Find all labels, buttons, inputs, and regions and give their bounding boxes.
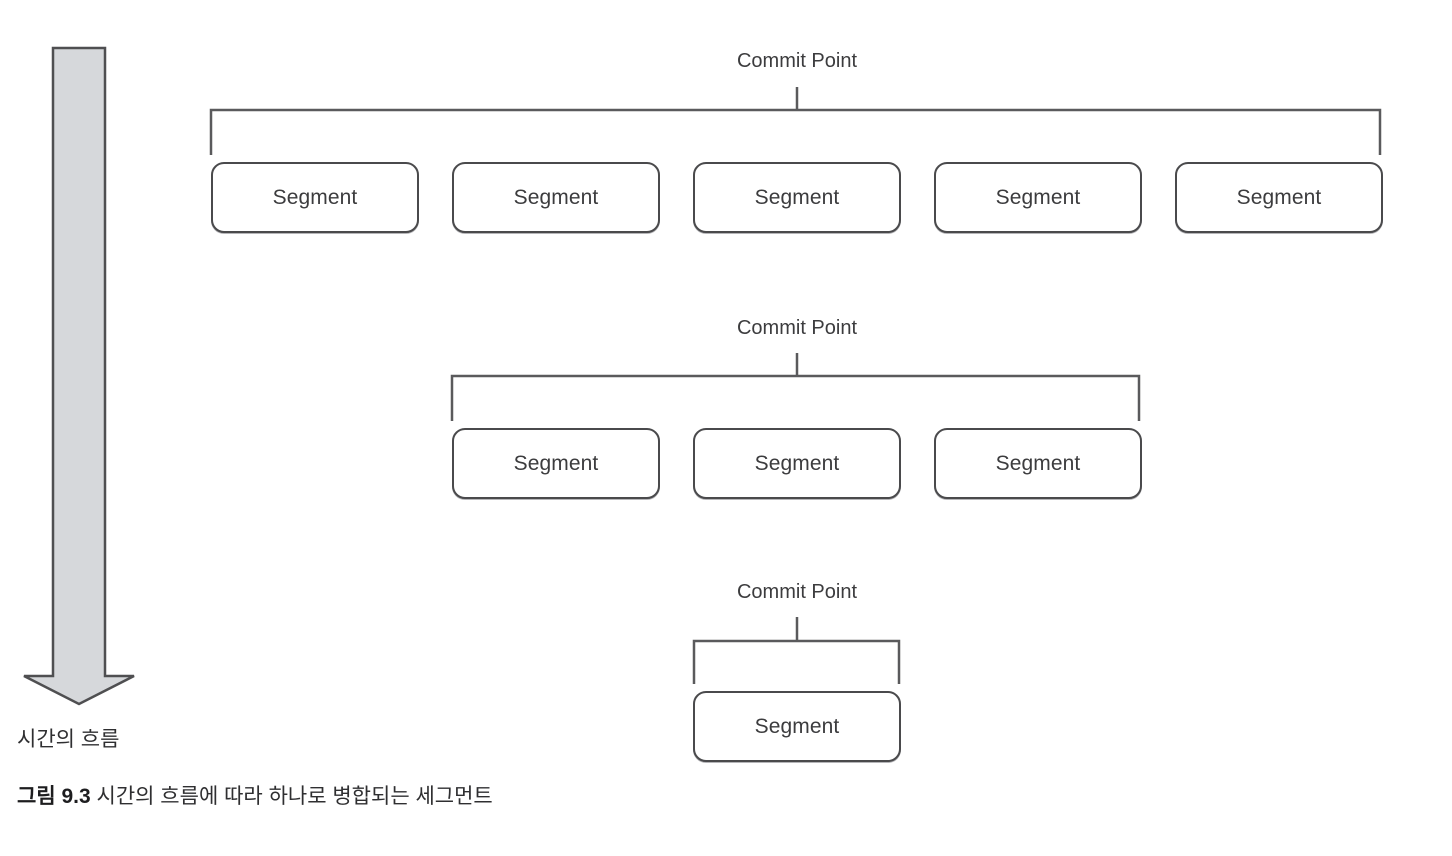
commit-bracket-path-2 — [450, 374, 1141, 421]
segment-box[interactable]: Segment — [934, 162, 1142, 233]
figure-caption-number: 그림 9.3 — [17, 785, 91, 808]
segment-label: Segment — [513, 452, 599, 475]
segment-box[interactable]: Segment — [693, 691, 901, 762]
commit-bracket-path-3 — [692, 639, 901, 684]
time-flow-label: 시간의 흐름 — [17, 728, 120, 751]
segment-label: Segment — [995, 186, 1081, 209]
segment-label: Segment — [513, 186, 599, 209]
segment-label: Segment — [754, 452, 840, 475]
segment-box[interactable]: Segment — [693, 162, 901, 233]
commit-point-label-2: Commit Point — [736, 317, 858, 339]
segment-label: Segment — [1236, 186, 1322, 209]
commit-bracket-group-3 — [692, 617, 901, 684]
segment-label: Segment — [754, 715, 840, 738]
commit-bracket-group-1 — [209, 87, 1382, 155]
segment-box[interactable]: Segment — [693, 428, 901, 499]
figure-caption-text: 시간의 흐름에 따라 하나로 병합되는 세그먼트 — [90, 785, 493, 808]
segment-box[interactable]: Segment — [1175, 162, 1383, 233]
time-flow-arrow — [23, 46, 135, 706]
commit-point-label-3: Commit Point — [736, 581, 858, 603]
segment-label: Segment — [272, 186, 358, 209]
commit-bracket-group-2 — [450, 353, 1141, 421]
segment-label: Segment — [995, 452, 1081, 475]
segment-box[interactable]: Segment — [211, 162, 419, 233]
commit-bracket-path-1 — [209, 108, 1382, 155]
figure-caption: 그림 9.3 시간의 흐름에 따라 하나로 병합되는 세그먼트 — [17, 784, 493, 810]
segment-label: Segment — [754, 186, 840, 209]
commit-point-label-1: Commit Point — [736, 50, 858, 72]
segment-box[interactable]: Segment — [452, 428, 660, 499]
segment-box[interactable]: Segment — [452, 162, 660, 233]
segment-box[interactable]: Segment — [934, 428, 1142, 499]
